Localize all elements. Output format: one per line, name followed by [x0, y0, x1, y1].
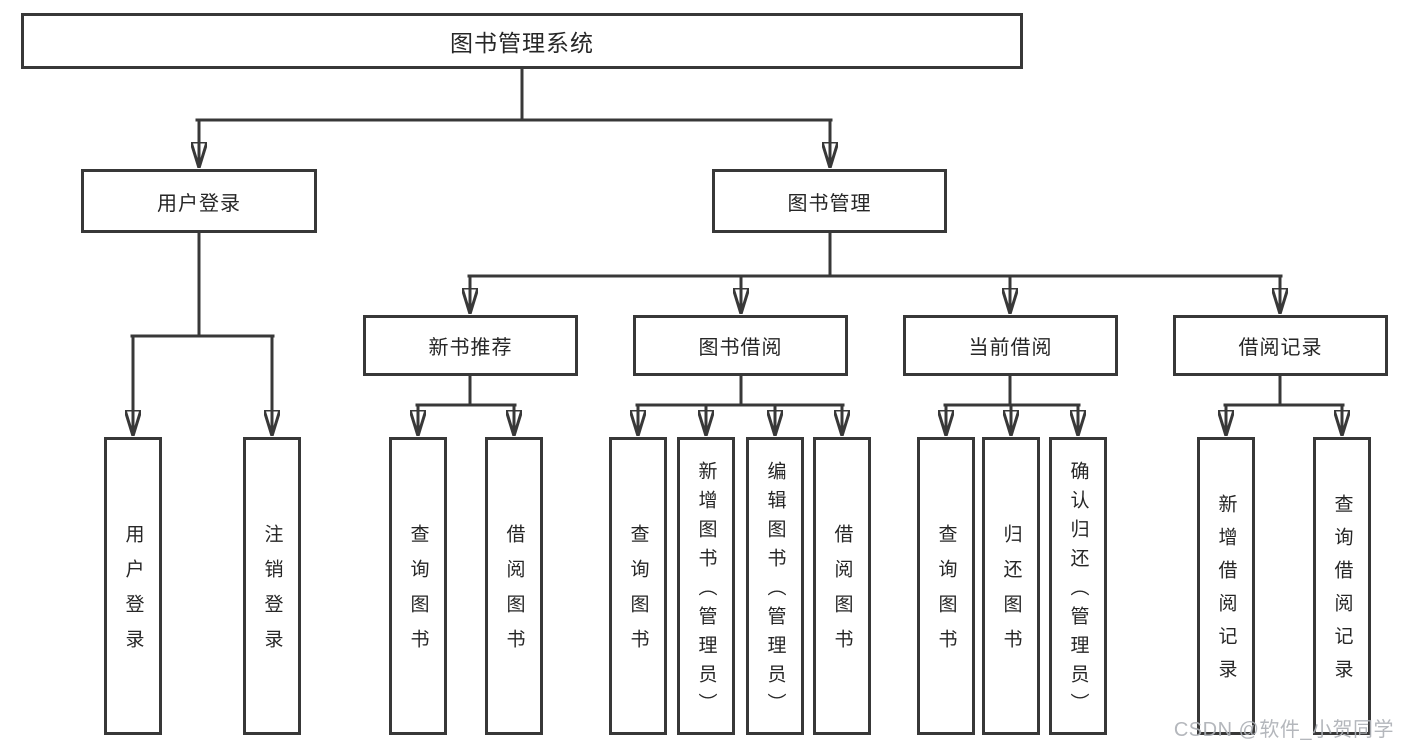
node-book-management: 图书管理: [712, 169, 947, 233]
leaf-add-borrow-record: 新增借阅记录: [1197, 437, 1255, 735]
leaf-logout: 注销登录: [243, 437, 301, 735]
leaf-borrow-books-recommend-label: 借阅图书: [503, 524, 525, 664]
leaf-user-login: 用户登录: [104, 437, 162, 735]
node-new-book-recommend: 新书推荐: [363, 315, 578, 376]
node-root: 图书管理系统: [21, 13, 1023, 69]
node-book-borrow: 图书借阅: [633, 315, 848, 376]
leaf-borrow-books-label: 借阅图书: [831, 524, 853, 664]
leaf-add-borrow-record-label: 新增借阅记录: [1215, 494, 1237, 692]
node-new-book-recommend-label: 新书推荐: [428, 337, 513, 359]
leaf-add-book-admin: 新增图书（管理员）: [677, 437, 735, 735]
node-borrow-records-label: 借阅记录: [1238, 337, 1323, 359]
leaf-borrow-books-recommend: 借阅图书: [485, 437, 543, 735]
node-user-login-label: 用户登录: [157, 192, 241, 215]
node-current-borrow: 当前借阅: [903, 315, 1118, 376]
leaf-query-books-borrow-label: 查询图书: [627, 524, 649, 664]
leaf-query-books-current: 查询图书: [917, 437, 975, 735]
leaf-query-books-current-label: 查询图书: [935, 524, 957, 664]
node-user-login: 用户登录: [81, 169, 317, 233]
leaf-edit-book-admin: 编辑图书（管理员）: [746, 437, 804, 735]
leaf-query-books-recommend: 查询图书: [389, 437, 447, 735]
leaf-return-book-label: 归还图书: [1000, 524, 1022, 664]
leaf-add-book-admin-label: 新增图书（管理员）: [695, 460, 717, 722]
leaf-confirm-return-admin-label: 确认归还（管理员）: [1067, 460, 1089, 722]
leaf-return-book: 归还图书: [982, 437, 1040, 735]
node-book-management-label: 图书管理: [787, 192, 872, 215]
watermark: CSDN @软件_小贺同学: [1173, 719, 1394, 741]
node-book-borrow-label: 图书借阅: [698, 337, 783, 359]
node-root-label: 图书管理系统: [450, 30, 594, 56]
leaf-edit-book-admin-label: 编辑图书（管理员）: [764, 460, 786, 722]
node-borrow-records: 借阅记录: [1173, 315, 1388, 376]
leaf-query-books-borrow: 查询图书: [609, 437, 667, 735]
leaf-confirm-return-admin: 确认归还（管理员）: [1049, 437, 1107, 735]
node-current-borrow-label: 当前借阅: [968, 337, 1053, 359]
leaf-query-borrow-record-label: 查询借阅记录: [1331, 494, 1353, 692]
leaf-query-books-recommend-label: 查询图书: [407, 524, 429, 664]
leaf-borrow-books: 借阅图书: [813, 437, 871, 735]
leaf-user-login-label: 用户登录: [122, 524, 144, 664]
leaf-logout-label: 注销登录: [261, 524, 283, 664]
leaf-query-borrow-record: 查询借阅记录: [1313, 437, 1371, 735]
